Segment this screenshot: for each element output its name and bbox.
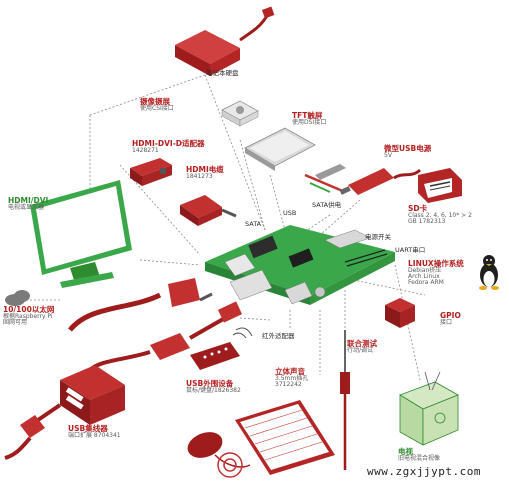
label-hdmi-cable: HDMI电缆 1841273 xyxy=(186,166,224,180)
micro-usb-title: 微型USB电源 xyxy=(384,144,432,153)
tft-title: TFT触屏 xyxy=(292,111,323,120)
label-uart: UART串口 xyxy=(395,239,425,256)
label-sd-card: SD卡 Class 2, 4, 6, 10* > 2 GB 1782313 xyxy=(408,205,472,225)
label-ir: 红外适配器 xyxy=(262,325,295,342)
label-sata: SATA xyxy=(245,213,261,230)
camera-module-illustration xyxy=(221,100,259,127)
sd-card-sub2: GB 1782313 xyxy=(408,218,446,226)
label-audio: 立体声音 3.5mm插孔 3712242 xyxy=(275,368,308,388)
usb-hub-title: USB集线器 xyxy=(68,424,108,433)
hdmi-dvi-title: HDMI-DVI-D适配器 xyxy=(132,139,205,148)
gpio-sub: 接口 xyxy=(440,318,453,326)
usb-peripherals-title: USB外围设备 xyxy=(186,379,234,388)
hdmi-cable-illustration xyxy=(180,195,237,226)
laptop-hdd-sub: 笔记本硬盘 xyxy=(206,69,239,77)
jtag-sub: 行动/调试 xyxy=(347,346,374,354)
label-usb-hub: USB集线器 端口扩展 8704341 xyxy=(68,425,121,439)
usb-peripherals-sub: 鼠标/键盘/1826382 xyxy=(186,386,241,394)
audio-sub2: 3712242 xyxy=(275,381,302,389)
tv-sub: 旧电视混合视像 xyxy=(398,454,441,462)
ethernet-title: 10/100以太网 xyxy=(3,305,55,314)
power-switch-title: 电源开关 xyxy=(365,233,391,241)
label-laptop-hdd: 笔记本硬盘 xyxy=(206,62,239,79)
laptop-hdd-illustration xyxy=(175,6,275,76)
keyboard-illustration xyxy=(235,400,335,475)
micro-usb-sub: 5V xyxy=(384,151,392,159)
audio-jack-illustration xyxy=(340,330,350,470)
usb-small-title: USB xyxy=(283,209,297,217)
monitor-illustration xyxy=(30,180,132,288)
tft-touchscreen-illustration xyxy=(244,127,316,171)
usb-hub-sub: 端口扩展 8704341 xyxy=(68,431,121,439)
label-gpio: GPIO 接口 xyxy=(440,312,461,326)
linux-sub2: Arch Linux xyxy=(408,273,440,281)
linux-title: LINUX操作系统 xyxy=(408,259,464,268)
label-usb-small: USB xyxy=(283,202,296,219)
tv-illustration xyxy=(399,371,459,446)
label-micro-usb: 微型USB电源 5V xyxy=(384,145,431,159)
label-camera: 摄像摄展 使用CSI接口 xyxy=(140,98,174,112)
mouse-illustration xyxy=(187,432,251,478)
label-usb-peripherals: USB外围设备 鼠标/键盘/1826382 xyxy=(186,380,241,394)
label-power-switch: 电源开关 xyxy=(365,226,391,243)
remote-control-illustration xyxy=(190,327,253,370)
raspberry-pi-board-illustration xyxy=(205,225,395,305)
label-linux: LINUX操作系统 Debian挤压 Arch Linux Fedora ARM xyxy=(408,260,464,287)
sata-title: SATA xyxy=(245,220,262,228)
uart-title: UART串口 xyxy=(395,246,426,254)
hdmi-cable-sub: 1841273 xyxy=(186,172,213,180)
label-hdmi-dvi-adapter: HDMI-DVI-D适配器 1428271 xyxy=(132,140,205,154)
sata-usb-connector-illustration xyxy=(304,164,346,194)
ir-title: 红外适配器 xyxy=(262,332,295,340)
ethernet-cable-illustration xyxy=(68,278,213,332)
jtag-title: 联合测试 xyxy=(347,339,377,348)
hdmi-cable-title: HDMI电缆 xyxy=(186,165,224,174)
label-tft: TFT触屏 使用DSI接口 xyxy=(292,112,326,126)
linux-sub3: Fedora ARM xyxy=(408,279,444,287)
sd-card-illustration xyxy=(418,168,462,203)
label-tv: 电视 旧电视混合视像 xyxy=(398,448,440,462)
label-sata-power: SATA供电 xyxy=(312,194,341,211)
hdmi-dvi-adapter-illustration xyxy=(130,158,172,186)
linux-sub1: Debian挤压 xyxy=(408,266,442,274)
audio-title: 立体声音 xyxy=(275,367,305,376)
micro-usb-power-illustration xyxy=(339,168,422,195)
tux-penguin-icon xyxy=(479,255,499,290)
label-ethernet: 10/100以太网 根据Raspberry Pi 固网可用 xyxy=(3,306,54,326)
sd-card-title: SD卡 xyxy=(408,204,428,213)
hdmi-dvi-display-title: HDMI/DVI xyxy=(8,196,49,205)
sata-power-title: SATA供电 xyxy=(312,201,342,209)
label-hdmi-dvi-display: HDMI/DVI 电视或显示器 xyxy=(8,197,48,211)
cloud-icon xyxy=(5,290,30,306)
label-jtag: 联合测试 行动/调试 xyxy=(347,340,377,354)
tv-title: 电视 xyxy=(398,447,413,456)
usb-hub-illustration xyxy=(4,365,125,460)
tft-sub: 使用DSI接口 xyxy=(292,118,327,126)
gpio-connector-illustration xyxy=(385,298,415,328)
audio-sub1: 3.5mm插孔 xyxy=(275,374,309,382)
sd-card-sub1: Class 2, 4, 6, 10* > 2 xyxy=(408,211,472,219)
ethernet-sub2: 固网可用 xyxy=(3,319,28,327)
camera-sub: 使用CSI接口 xyxy=(140,104,174,112)
ethernet-sub1: 根据Raspberry Pi xyxy=(3,312,53,320)
camera-title: 摄像摄展 xyxy=(140,97,170,106)
hdmi-dvi-display-sub: 电视或显示器 xyxy=(8,203,45,211)
hdmi-dvi-sub: 1428271 xyxy=(132,146,159,154)
watermark: www.zgxjjypt.com xyxy=(367,465,481,478)
gpio-title: GPIO xyxy=(440,311,461,320)
